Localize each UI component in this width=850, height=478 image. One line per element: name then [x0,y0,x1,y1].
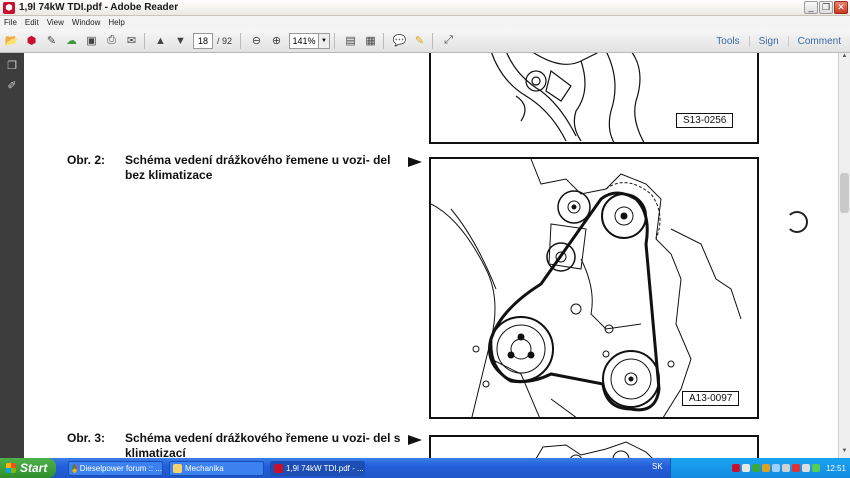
comment-link[interactable]: Comment [787,35,850,47]
caption-text: Schéma vedení drážkového řemene u vozi- … [125,153,391,182]
toolbar-separator [432,32,434,49]
engine-drawing-bottom [535,441,653,458]
figure-label-top: S13-0256 [676,113,734,128]
toolbar: 📂 ⬢ ✎ ☁ ▣ ⎙ ✉ ▲ ▼ 18 / 92 ⊖ ⊕ 141% ▼ ▤ ▦… [0,29,850,53]
tray-icons [731,464,820,472]
minimize-button[interactable]: _ [804,1,818,14]
scrollbar-thumb[interactable] [840,173,849,213]
pages-icon[interactable]: ❐ [7,60,17,72]
tray-clock-icon[interactable] [801,464,810,472]
scroll-down-icon[interactable]: ▼ [841,448,848,454]
full-screen-icon[interactable]: ▦ [365,35,376,47]
restore-button[interactable]: ❐ [819,1,833,14]
fit-page-icon[interactable]: ▤ [345,35,356,47]
window-title: 1,9l 74kW TDI.pdf - Adobe Reader [19,2,179,13]
save-icon[interactable]: ▣ [86,35,97,47]
menu-bar: File Edit View Window Help [0,16,850,29]
tray-volume-icon[interactable] [781,464,790,472]
chrome-icon [72,463,77,473]
tray-pdf-icon[interactable] [731,464,740,472]
sign-link[interactable]: Sign [748,35,788,47]
figure-top [429,53,759,144]
menu-view[interactable]: View [46,18,64,27]
attachments-icon[interactable]: ✐ [7,80,17,92]
create-pdf-icon[interactable]: ⬢ [26,35,37,47]
zoom-in-icon[interactable]: ⊕ [271,35,282,47]
tray-app-icon[interactable] [741,464,750,472]
tray-status-icon[interactable] [811,464,820,472]
system-tray: 12:51 [670,458,850,478]
menu-window[interactable]: Window [71,18,101,27]
figure-belt-diagram [429,157,759,419]
loading-spinner-icon [786,211,808,233]
tray-shield-icon[interactable] [751,464,760,472]
document-view[interactable]: S13-0256 Obr. 2: Schéma vedení drážkovéh… [24,53,838,458]
taskbar-item-label: 1,9l 74kW TDI.pdf - ... [286,463,364,473]
start-button[interactable]: Start [0,458,56,478]
comment-icon[interactable]: 💬 [392,35,407,47]
zoom-out-icon[interactable]: ⊖ [251,35,262,47]
window-controls: _ ❐ ✕ [804,1,848,14]
toolbar-separator [383,32,385,49]
tray-network-icon[interactable] [771,464,780,472]
task-pane-links: Tools Sign Comment [707,29,850,53]
figure-bottom [429,435,759,458]
engine-drawing-top [491,53,645,142]
title-bar: ⬢ 1,9l 74kW TDI.pdf - Adobe Reader _ ❐ ✕ [0,0,850,16]
zoom-dropdown-icon[interactable]: ▼ [319,32,331,49]
open-icon[interactable]: 📂 [4,35,19,47]
folder-icon [173,463,182,473]
cloud-upload-icon[interactable]: ☁ [66,35,77,47]
figure-label-belt: A13-0097 [682,391,740,406]
clock[interactable]: 12:51 [825,463,846,473]
toolbar-separator [240,32,242,49]
pdf-icon [274,463,283,473]
adobe-reader-icon: ⬢ [3,1,15,14]
keyboard-layout[interactable]: SK [652,462,663,471]
tray-antivirus-icon[interactable] [791,464,800,472]
print-icon[interactable]: ⎙ [107,34,116,46]
menu-help[interactable]: Help [108,18,125,27]
taskbar-item-label: Dieselpower forum :: ... [79,463,162,473]
tray-update-icon[interactable] [761,464,770,472]
taskbar: Start Dieselpower forum :: ... Mechanika… [0,458,850,478]
toolbar-separator [144,32,145,49]
caption-text: Schéma vedení drážkového řemene u vozi- … [125,431,401,458]
page-number-input[interactable]: 18 [193,32,213,49]
caption-number: Obr. 3: [67,431,106,445]
belt-routing-diagram [431,159,742,417]
email-icon[interactable]: ✉ [126,35,137,47]
close-button[interactable]: ✕ [834,1,848,14]
scroll-up-icon[interactable]: ▲ [841,53,848,59]
next-page-icon[interactable]: ▼ [175,34,186,47]
caption-arrow-icon [408,435,422,445]
highlight-icon[interactable]: ✎ [414,35,425,47]
windows-flag-icon [6,463,16,473]
toolbar-separator [334,32,336,49]
start-label: Start [20,461,48,475]
zoom-input[interactable]: 141% [289,32,320,49]
taskbar-item-pdf[interactable]: 1,9l 74kW TDI.pdf - ... [270,460,365,476]
taskbar-item-browser[interactable]: Dieselpower forum :: ... [68,460,163,476]
edit-icon[interactable]: ✎ [46,35,57,47]
expand-icon[interactable]: ⤢ [444,34,453,46]
tools-link[interactable]: Tools [716,35,740,47]
caption-arrow-icon [408,157,422,167]
previous-page-icon[interactable]: ▲ [155,34,166,47]
menu-file[interactable]: File [4,18,17,27]
page-total: / 92 [217,35,233,46]
menu-edit[interactable]: Edit [24,18,39,27]
navigation-panel: ❐ ✐ [0,53,24,458]
taskbar-item-label: Mechanika [185,463,224,473]
caption-number: Obr. 2: [67,153,106,167]
vertical-scrollbar[interactable]: ▲ ▼ [838,53,850,458]
taskbar-item-folder[interactable]: Mechanika [169,460,264,476]
